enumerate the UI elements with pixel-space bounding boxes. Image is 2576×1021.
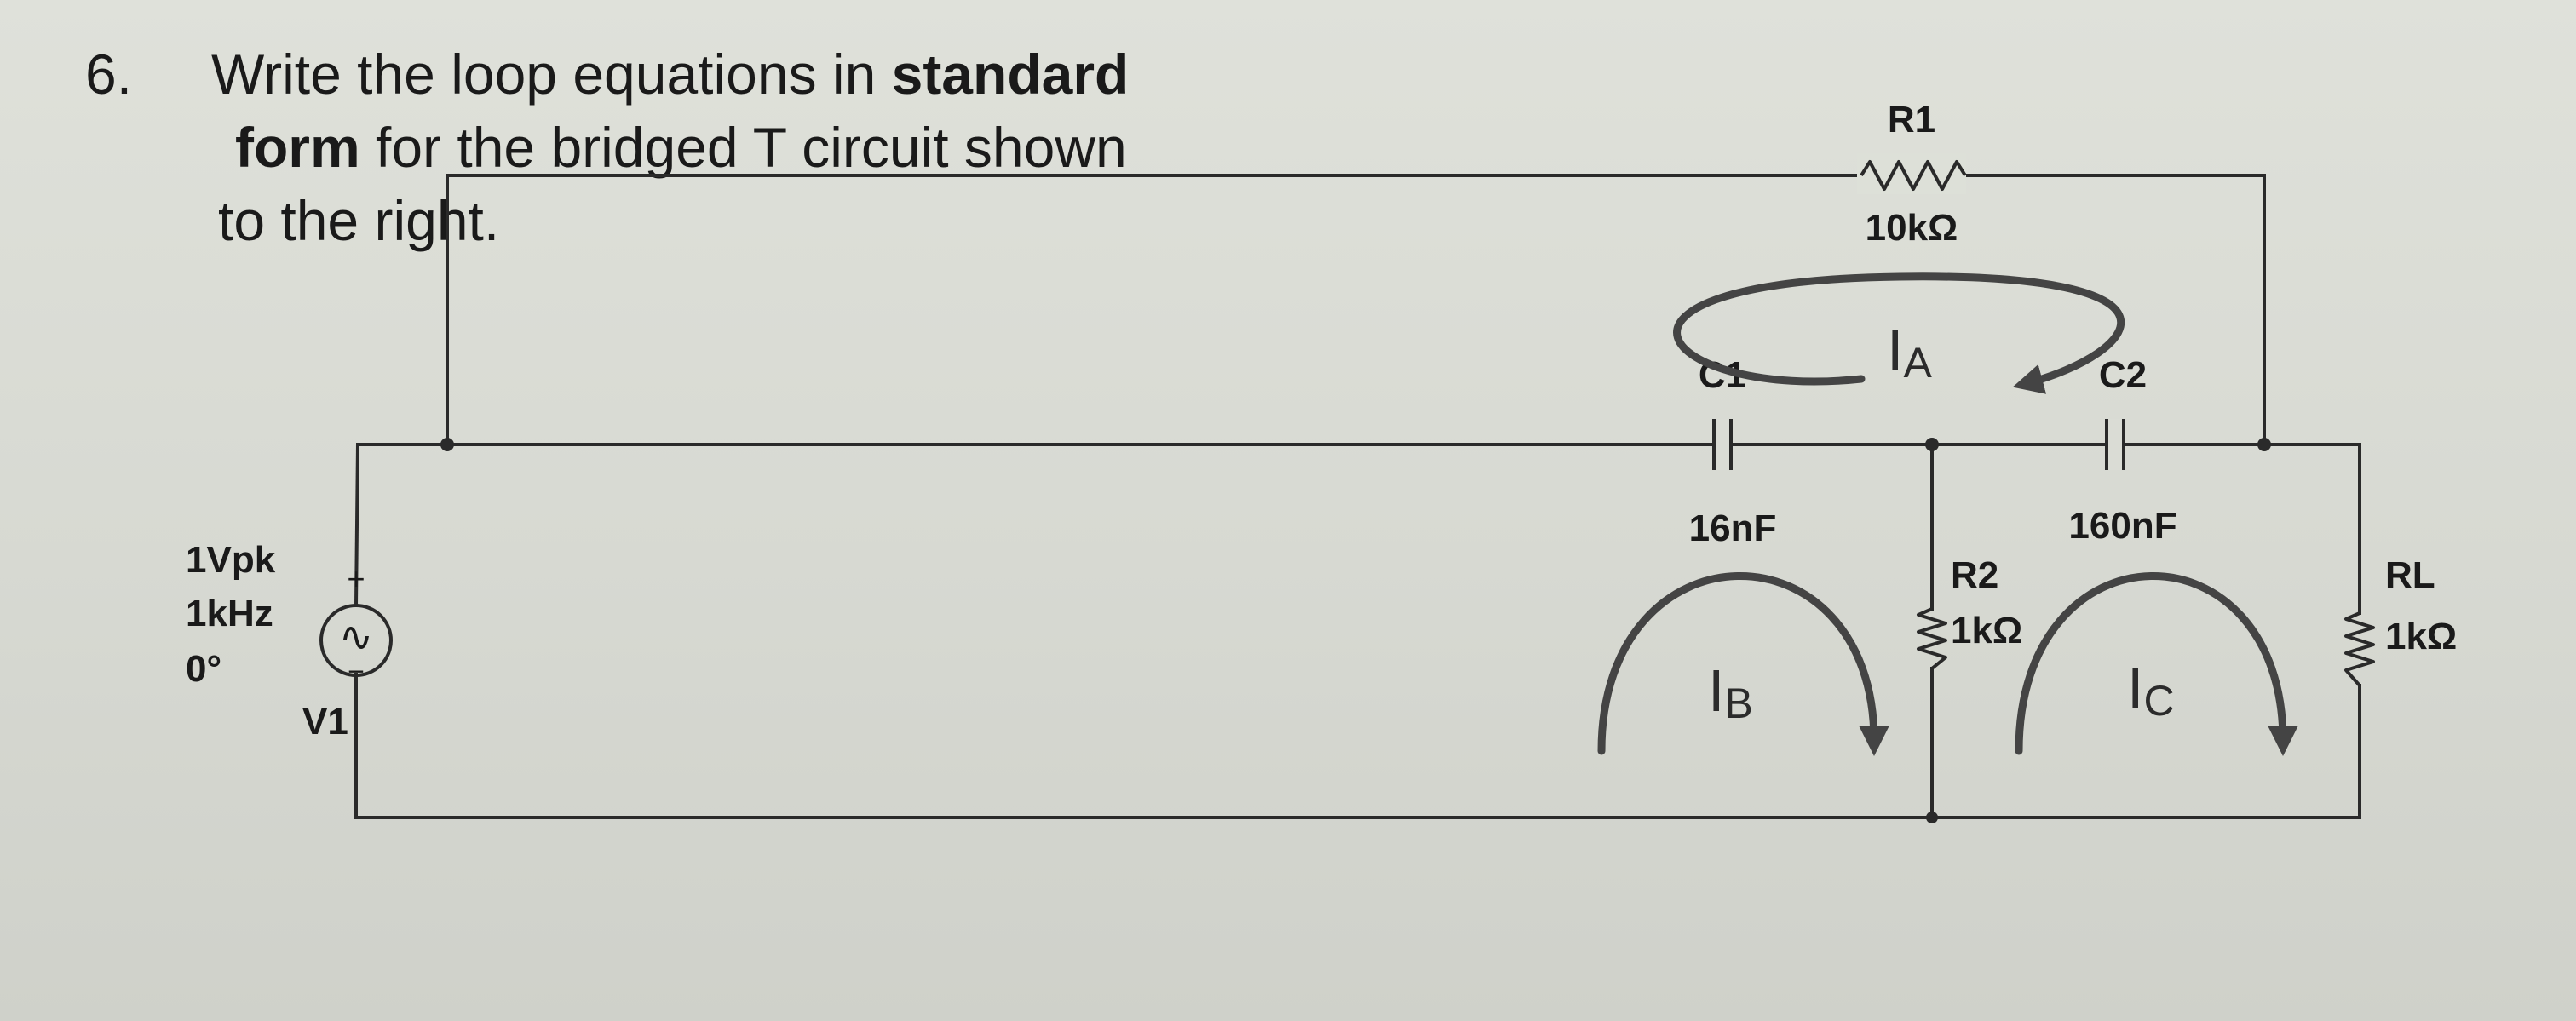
loop-current-c: IC xyxy=(2015,572,2298,756)
junction-dot xyxy=(440,438,454,451)
question-line-3: to the right. xyxy=(85,184,1295,257)
question-text-1: Write the loop equations in xyxy=(211,43,892,106)
r1-value: 10kΩ xyxy=(1866,207,1958,249)
loop-current-b: IB xyxy=(1597,572,1889,756)
source-name: V1 xyxy=(302,701,348,743)
circuit-wires xyxy=(354,174,2361,819)
junction-dot xyxy=(1925,438,1939,451)
question-bold-standard: standard xyxy=(891,43,1130,106)
loop-c-label: IC xyxy=(2127,655,2175,725)
question-bold-form: form xyxy=(235,116,360,179)
capacitor-c2: C2 160nF xyxy=(2068,354,2176,547)
rl-value: 1kΩ xyxy=(2385,616,2457,657)
question-text-3: to the right. xyxy=(218,189,500,252)
source-plus: + xyxy=(347,561,365,596)
voltage-source-v1: + ∿ − 1Vpk 1kHz 0° V1 xyxy=(186,539,393,743)
question-line-2: form for the bridged T circuit shown xyxy=(85,111,1295,184)
loop-a-label: IA xyxy=(1887,317,1932,387)
capacitor-c1: C1 16nF xyxy=(1689,354,1777,549)
c1-value: 16nF xyxy=(1689,508,1777,549)
rl-name: RL xyxy=(2385,554,2435,596)
resistor-rl: RL 1kΩ xyxy=(2344,554,2457,687)
source-amplitude: 1Vpk xyxy=(186,539,276,581)
resistor-r1: R1 10kΩ xyxy=(1857,99,1967,249)
c2-value: 160nF xyxy=(2068,505,2176,547)
r2-name: R2 xyxy=(1951,554,1998,596)
r2-value: 1kΩ xyxy=(1951,610,2022,651)
source-wave-icon: ∿ xyxy=(339,615,373,660)
source-phase: 0° xyxy=(186,648,221,690)
loop-current-a: IA xyxy=(1673,272,2125,394)
question-text-2: for the bridged T circuit shown xyxy=(359,116,1127,179)
r1-name: R1 xyxy=(1888,99,1935,141)
question-line-1: 6. Write the loop equations in standard xyxy=(85,37,1295,111)
loop-b-label: IB xyxy=(1708,657,1753,727)
junction-dot xyxy=(2257,438,2271,451)
resistor-r2: R2 1kΩ xyxy=(1917,554,2022,670)
junction-dots xyxy=(440,438,2271,823)
source-minus: − xyxy=(348,656,365,688)
source-frequency: 1kHz xyxy=(186,593,273,634)
question-block: 6. Write the loop equations in standard f… xyxy=(85,37,1295,257)
c2-name: C2 xyxy=(2099,354,2147,396)
question-number: 6. xyxy=(85,43,133,106)
junction-dot xyxy=(1926,812,1938,823)
